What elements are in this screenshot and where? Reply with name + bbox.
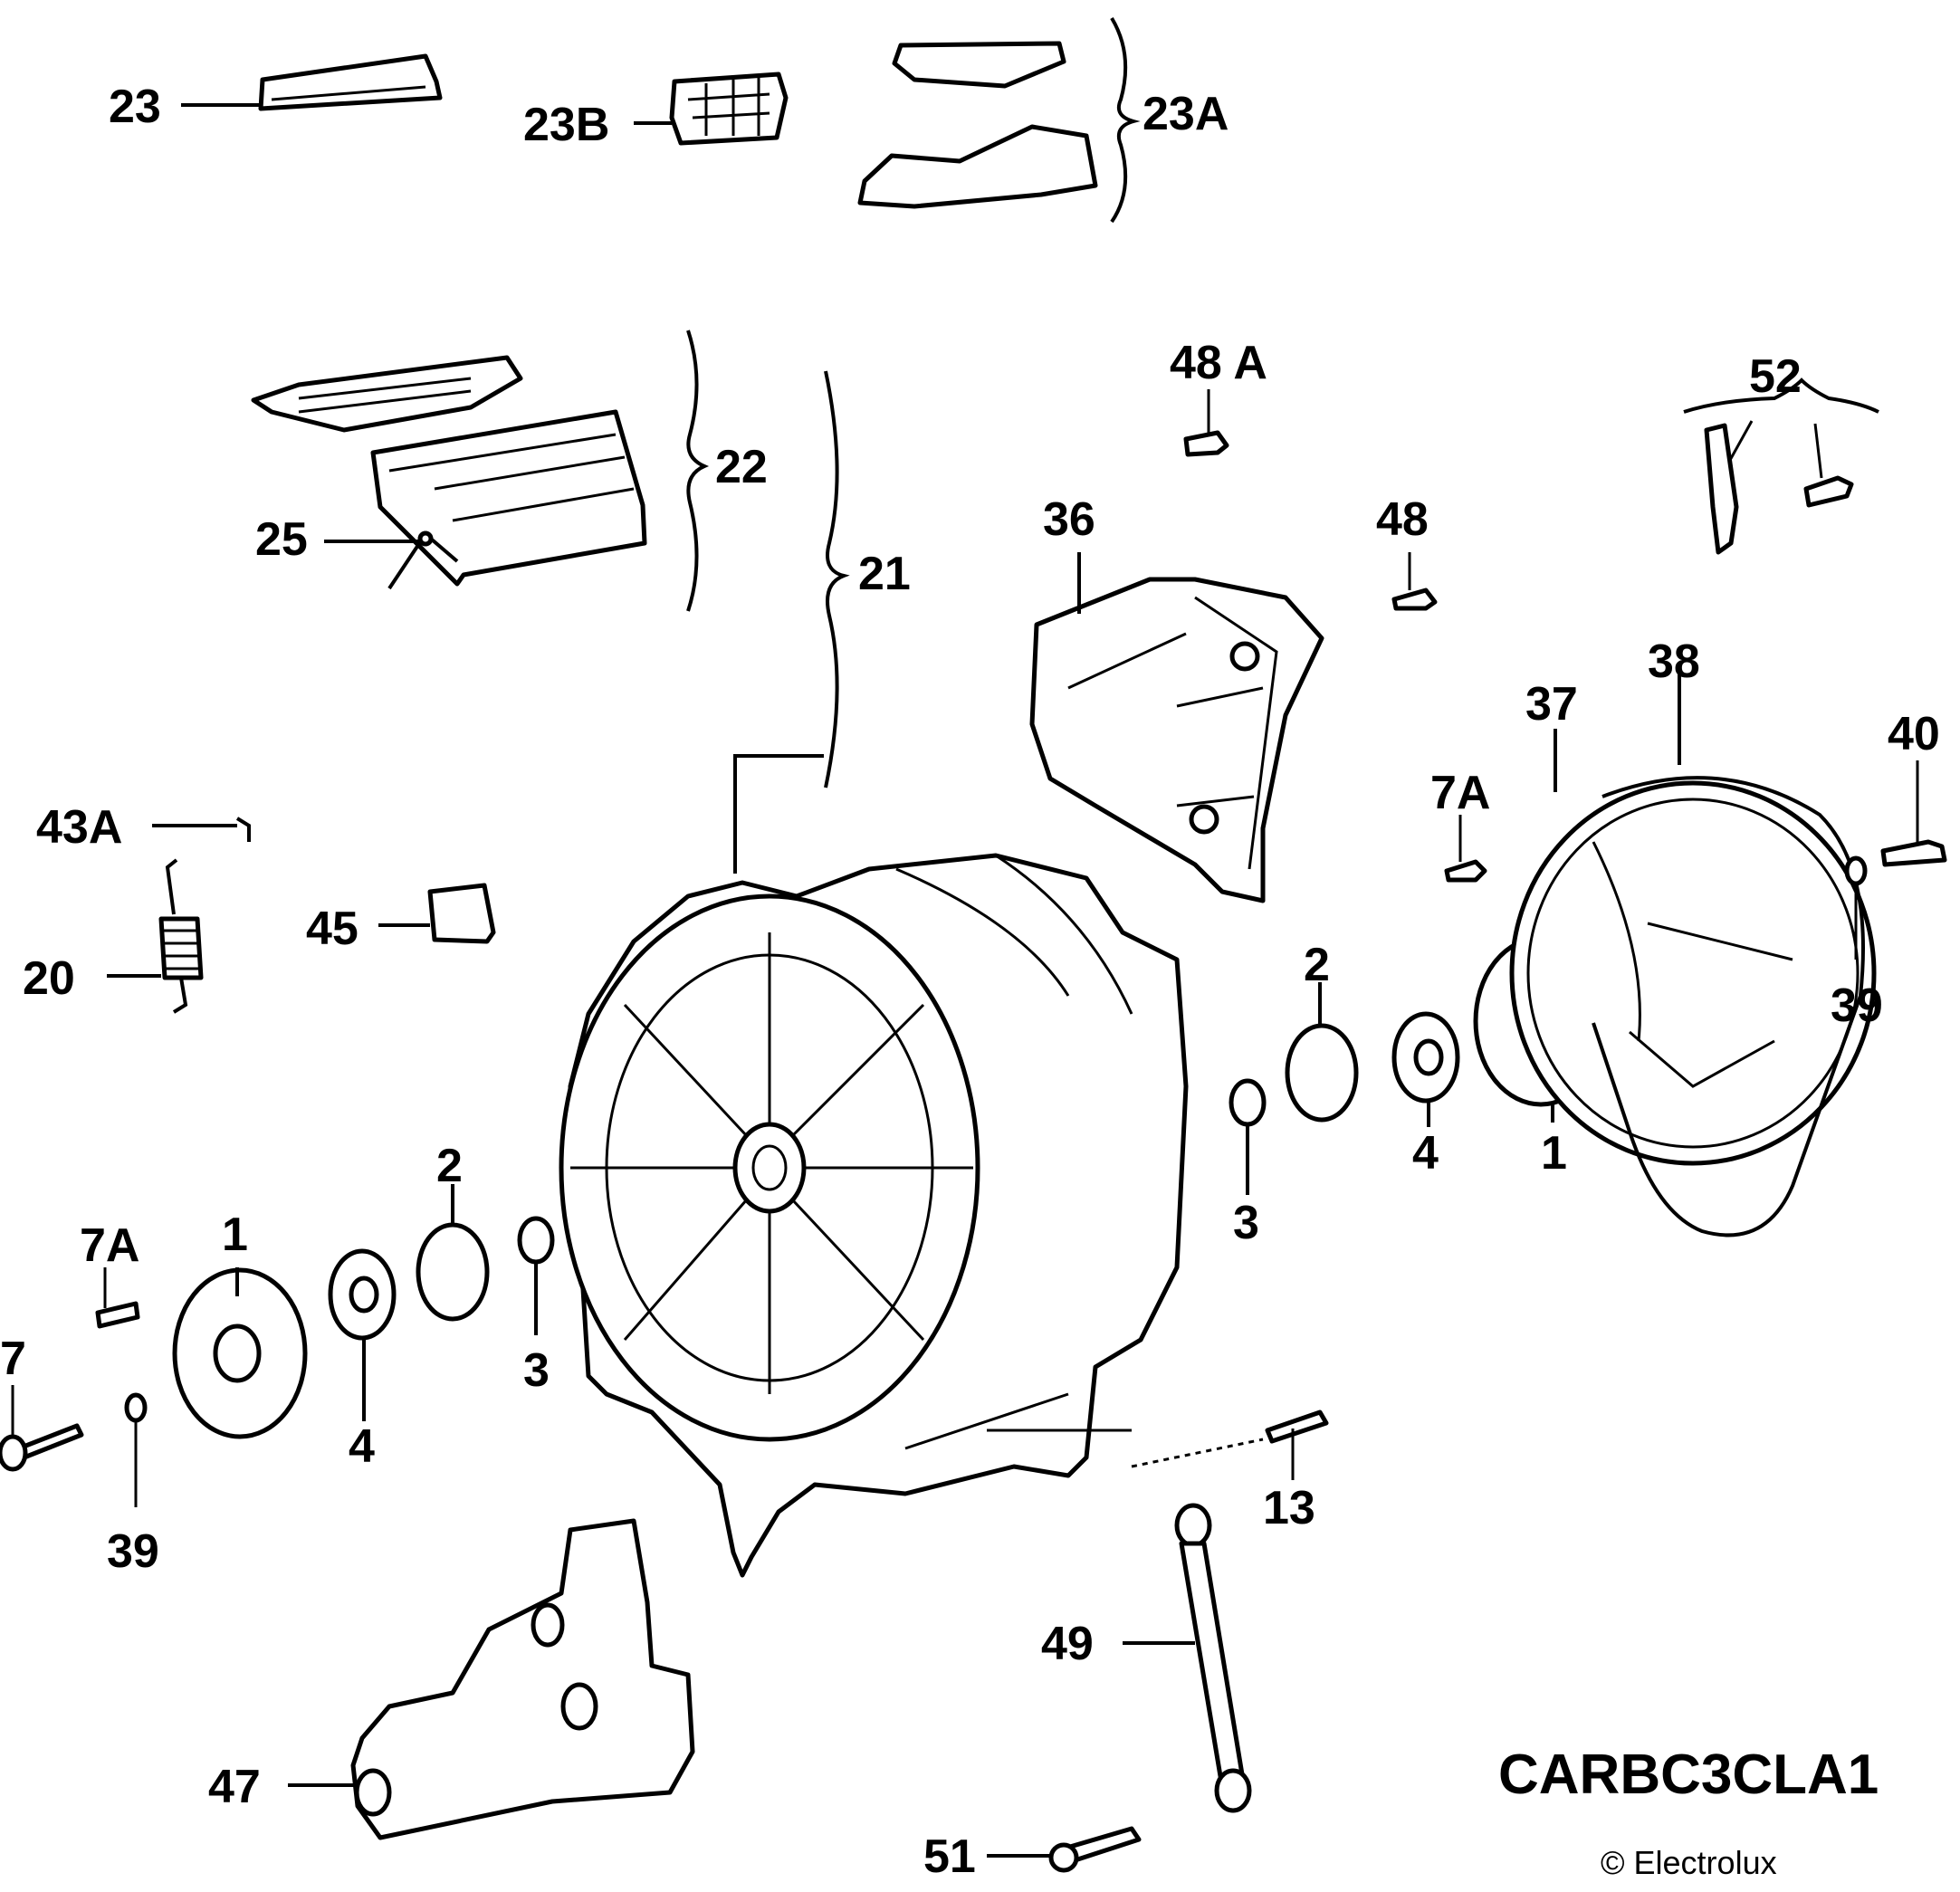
part-47-counterweight — [288, 1518, 695, 1840]
callout-4-left: 4 — [349, 1420, 375, 1473]
callout-36: 36 — [1043, 493, 1095, 546]
part-1-flange-left — [172, 1267, 308, 1439]
callout-37: 37 — [1525, 678, 1578, 731]
callout-48a: 48 A — [1170, 337, 1267, 389]
callout-39-left: 39 — [107, 1525, 159, 1578]
callout-51: 51 — [923, 1830, 976, 1883]
callout-25: 25 — [255, 513, 308, 566]
callout-45: 45 — [306, 903, 359, 955]
callout-39-right: 39 — [1831, 979, 1883, 1032]
callout-7a-right: 7A — [1430, 767, 1491, 819]
callout-43a: 43A — [36, 801, 123, 854]
callout-49: 49 — [1041, 1618, 1094, 1670]
part-4-seal-right — [1391, 1011, 1460, 1127]
callout-23a: 23A — [1143, 88, 1229, 140]
callout-7: 7 — [0, 1333, 26, 1385]
part-51-pin — [987, 1826, 1142, 1873]
callout-22: 22 — [715, 441, 768, 493]
callout-2-right: 2 — [1304, 939, 1330, 991]
callout-3-right: 3 — [1233, 1197, 1259, 1249]
callout-23: 23 — [109, 81, 161, 133]
part-38-belt — [1592, 674, 1865, 1237]
part-3-bearing-right — [1229, 1078, 1267, 1195]
callout-38: 38 — [1648, 635, 1700, 688]
callout-20: 20 — [23, 952, 75, 1005]
part-3-bearing-left — [517, 1216, 555, 1335]
part-36-tub-half — [1029, 552, 1324, 903]
callout-48: 48 — [1376, 493, 1429, 546]
callout-1-left: 1 — [222, 1209, 248, 1261]
part-7a-screw-right — [1444, 815, 1487, 883]
part-22-drawer-housing — [251, 330, 710, 612]
part-48a-screw — [1183, 389, 1229, 457]
callout-40: 40 — [1888, 708, 1940, 760]
callout-7a-left: 7A — [80, 1219, 140, 1272]
part-45-block — [378, 883, 496, 944]
part-2-gasket-left — [416, 1184, 490, 1322]
part-43a-rod — [152, 817, 251, 842]
callout-3-left: 3 — [523, 1344, 550, 1397]
part-52-bracket-set — [1683, 377, 1879, 555]
callout-13: 13 — [1263, 1482, 1315, 1534]
callout-21: 21 — [858, 548, 911, 600]
part-4-seal-left — [328, 1248, 397, 1421]
callout-23b: 23B — [523, 99, 610, 151]
part-25-screw — [324, 530, 434, 547]
copyright-notice: © Electrolux — [1601, 1844, 1777, 1881]
callout-4-right: 4 — [1412, 1127, 1439, 1180]
part-2-gasket-right — [1285, 982, 1359, 1123]
part-48-screw — [1391, 552, 1438, 611]
part-39-washer-left — [124, 1392, 148, 1507]
brace-21 — [733, 370, 850, 874]
callout-52: 52 — [1749, 350, 1802, 403]
part-13-screw — [1131, 1409, 1329, 1480]
part-23-drawer-handle — [181, 53, 443, 111]
part-23b-drawer-insert — [634, 72, 789, 146]
part-23a-handle-set — [857, 16, 1141, 224]
part-7-bolt — [0, 1385, 84, 1472]
callout-47: 47 — [208, 1761, 261, 1813]
part-39-washer-right — [1844, 855, 1868, 960]
callout-1-right: 1 — [1541, 1127, 1567, 1180]
part-40-bolt — [1880, 760, 1947, 867]
part-49-shock-absorber — [1123, 1503, 1252, 1813]
main-tub — [559, 853, 1189, 1578]
model-code: CARBC3CLA1 — [1498, 1744, 1879, 1806]
part-20-spring — [107, 858, 204, 1014]
part-7a-screw-left — [95, 1267, 140, 1329]
part-37-pulley — [1509, 729, 1877, 1166]
callout-2-left: 2 — [436, 1140, 463, 1192]
